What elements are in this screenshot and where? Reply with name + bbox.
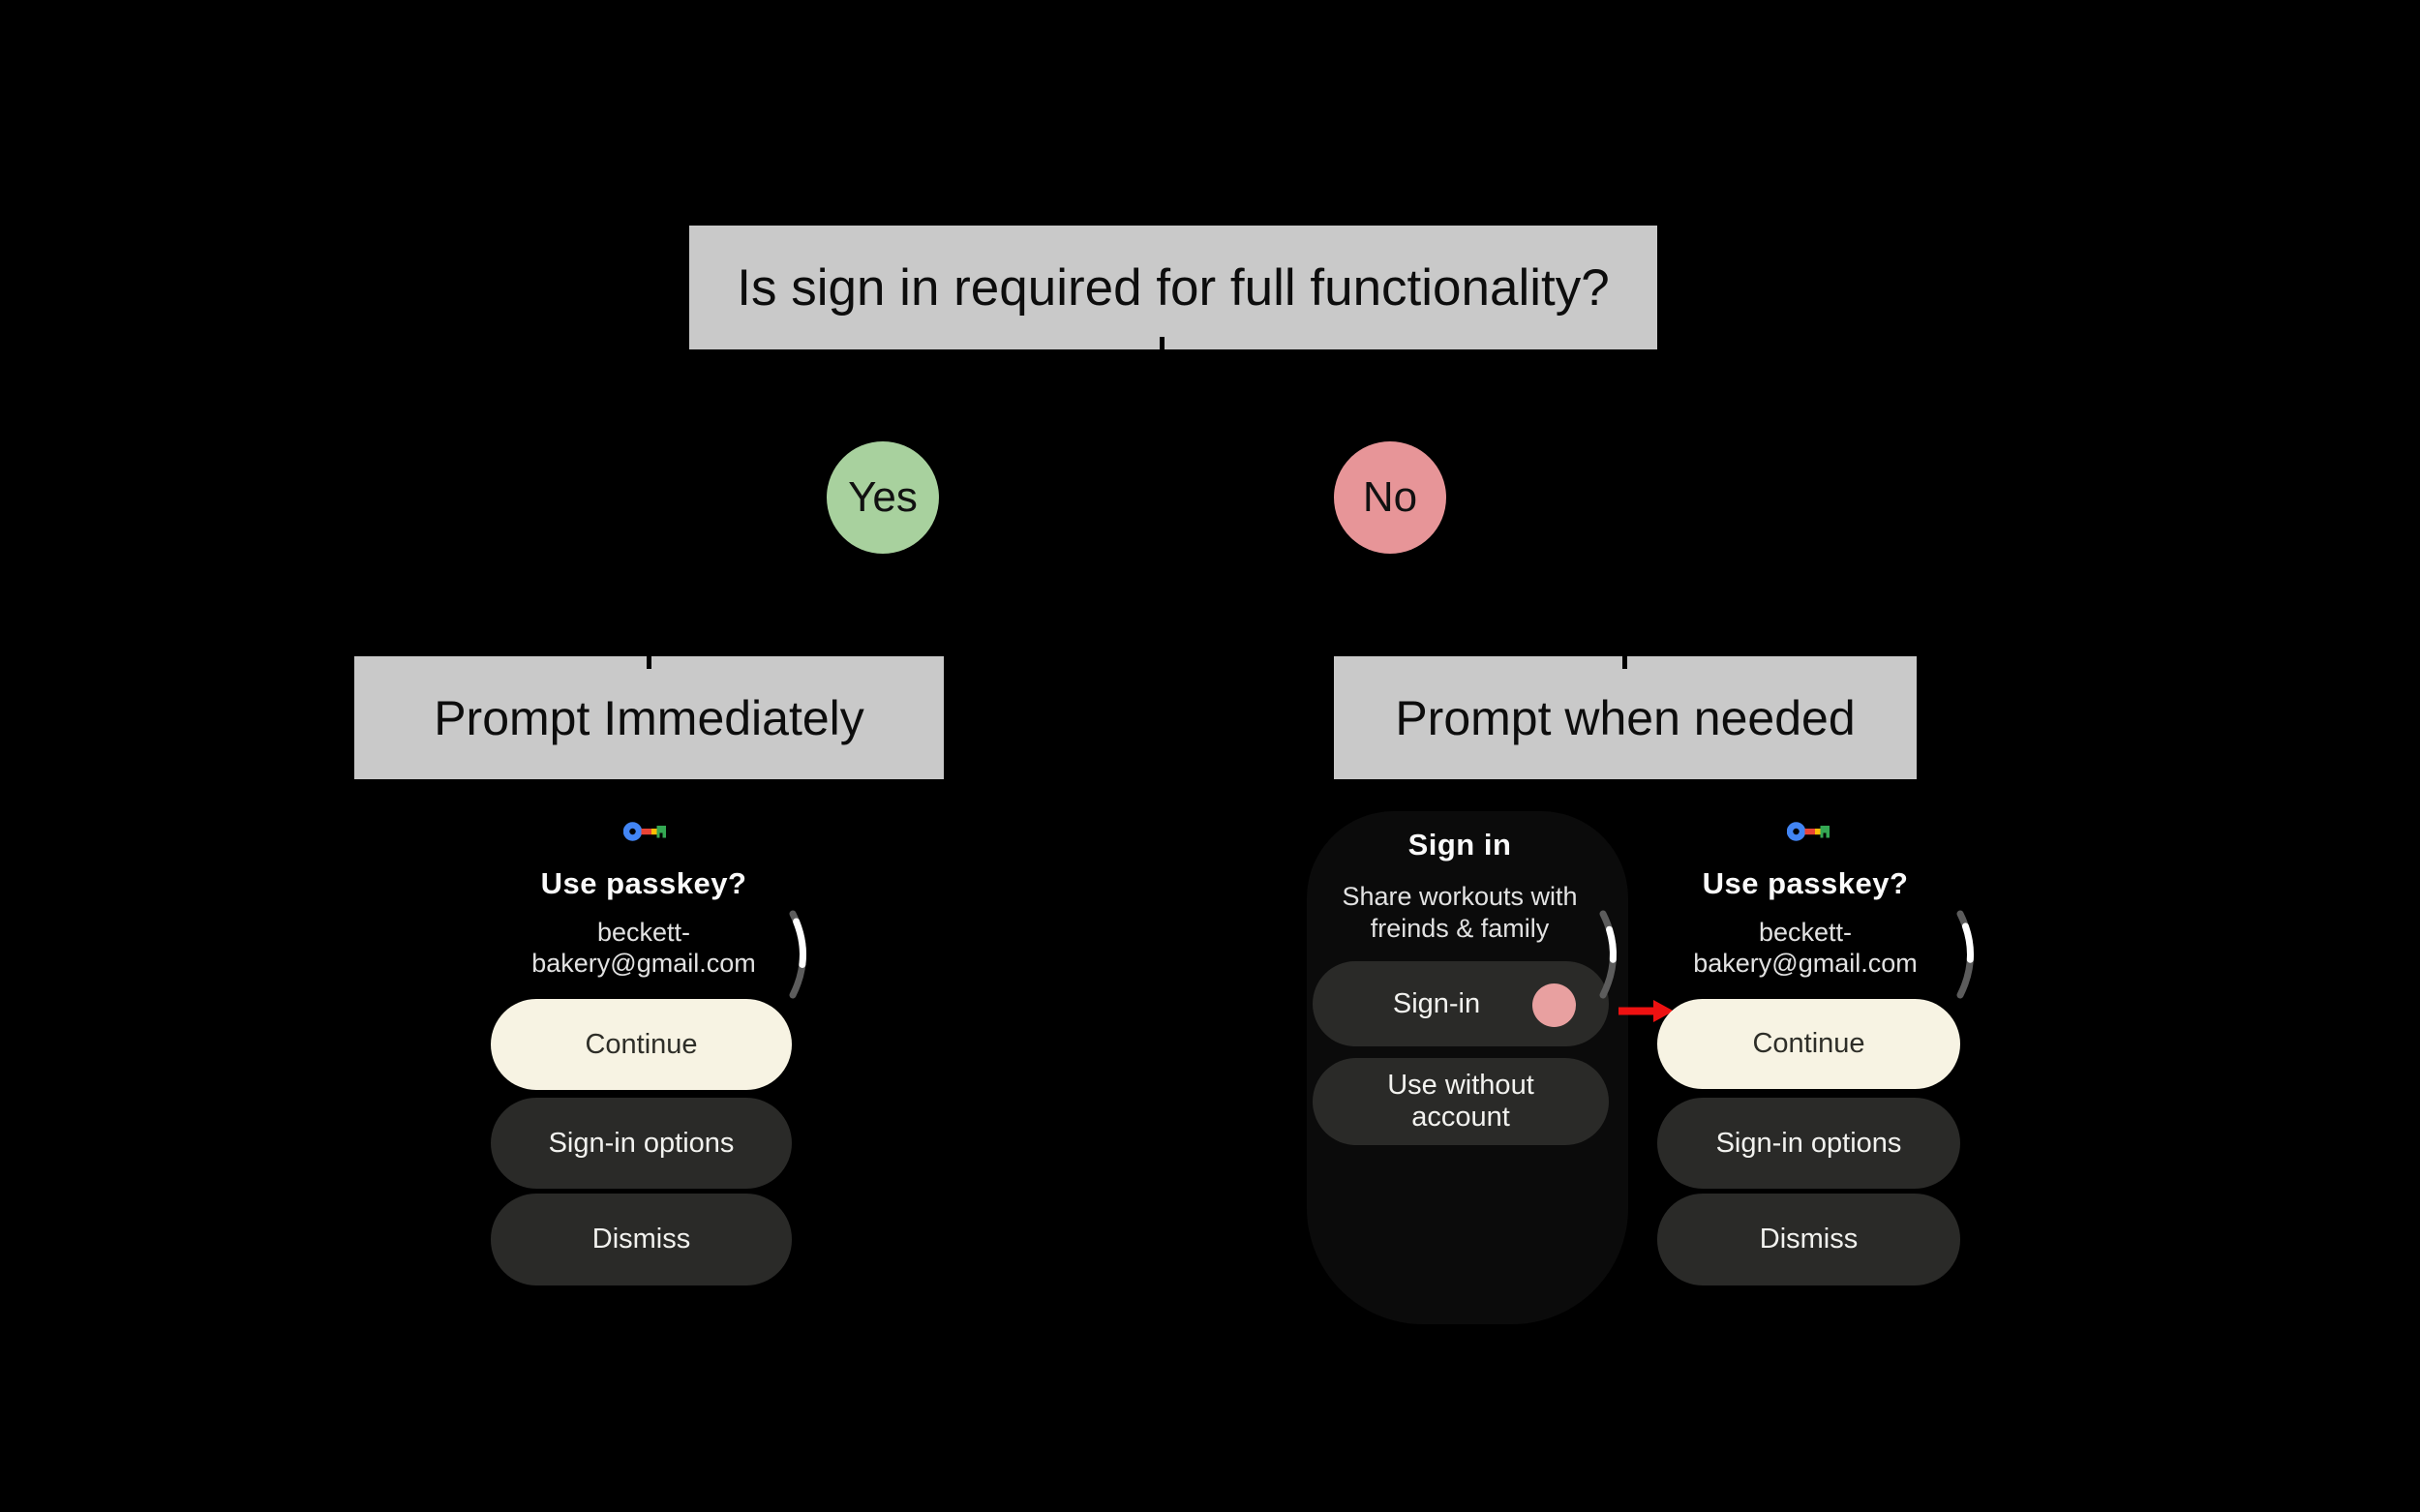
signin-subtitle-line2: freinds & family <box>1370 914 1550 943</box>
use-passkey-title: Use passkey? <box>1702 866 1909 900</box>
continue-button[interactable]: Continue <box>1657 999 1960 1089</box>
tap-indicator-dot <box>1532 983 1576 1027</box>
connector-tick <box>1622 656 1627 669</box>
watch-passkey-when-needed: Use passkey? beckett- bakery@gmail.com C… <box>1636 813 1975 1307</box>
signin-button[interactable]: Sign-in <box>1313 961 1609 1046</box>
account-email-line2: bakery@gmail.com <box>531 949 756 978</box>
signin-options-label: Sign-in options <box>1715 1127 1902 1159</box>
signin-subtitle-line1: Share workouts with <box>1342 882 1578 911</box>
prompt-when-needed-text: Prompt when needed <box>1395 690 1856 745</box>
connector-tick <box>1160 337 1165 349</box>
question-text: Is sign in required for full functionali… <box>737 258 1610 317</box>
signin-button-label: Sign-in <box>1392 987 1481 1019</box>
use-without-account-line1: Use without <box>1387 1070 1534 1101</box>
scroll-indicator <box>784 908 819 1001</box>
signin-options-label: Sign-in options <box>548 1127 735 1159</box>
no-label: No <box>1362 473 1418 521</box>
prompt-immediately-box: Prompt Immediately <box>354 656 944 779</box>
continue-label: Continue <box>1752 1028 1865 1059</box>
use-without-account-button[interactable]: Use without account <box>1313 1058 1609 1145</box>
signin-title: Sign in <box>1407 828 1512 862</box>
passkey-icon <box>622 822 666 841</box>
use-passkey-title: Use passkey? <box>540 866 747 900</box>
account-email-line2: bakery@gmail.com <box>1693 949 1918 978</box>
watch-passkey-immediate: Use passkey? beckett- bakery@gmail.com C… <box>465 813 823 1307</box>
scroll-indicator <box>1951 908 1986 1001</box>
connector-tick <box>647 656 651 669</box>
use-without-account-line2: account <box>1411 1102 1510 1133</box>
yes-node: Yes <box>827 441 939 554</box>
signin-options-button[interactable]: Sign-in options <box>491 1098 792 1189</box>
account-email: beckett- bakery@gmail.com <box>474 917 813 979</box>
prompt-immediately-text: Prompt Immediately <box>434 690 864 745</box>
dismiss-label: Dismiss <box>1759 1224 1859 1255</box>
account-email-line1: beckett- <box>1758 918 1853 947</box>
question-box: Is sign in required for full functionali… <box>689 226 1657 349</box>
scroll-indicator <box>1594 908 1629 1001</box>
dismiss-label: Dismiss <box>591 1224 691 1255</box>
dismiss-button[interactable]: Dismiss <box>1657 1194 1960 1285</box>
continue-button[interactable]: Continue <box>491 999 792 1090</box>
no-node: No <box>1334 441 1446 554</box>
account-email: beckett- bakery@gmail.com <box>1636 917 1975 979</box>
passkey-icon <box>1786 822 1830 841</box>
signin-subtitle: Share workouts with freinds & family <box>1315 881 1605 945</box>
signin-options-button[interactable]: Sign-in options <box>1657 1098 1960 1189</box>
watch-signin-prompt: Sign in Share workouts with freinds & fa… <box>1307 811 1628 1324</box>
prompt-when-needed-box: Prompt when needed <box>1334 656 1917 779</box>
continue-label: Continue <box>585 1028 698 1060</box>
account-email-line1: beckett- <box>596 918 691 947</box>
dismiss-button[interactable]: Dismiss <box>491 1194 792 1285</box>
flow-arrow-icon <box>1618 998 1675 1024</box>
yes-label: Yes <box>848 473 918 521</box>
